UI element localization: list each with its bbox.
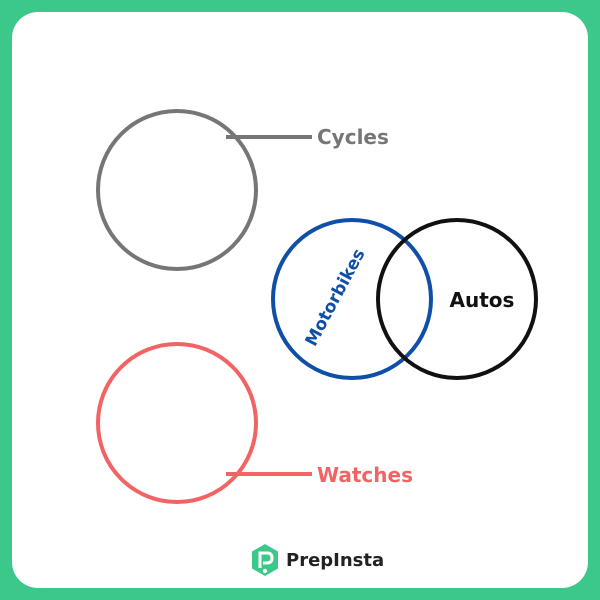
watches-label: Watches bbox=[317, 463, 413, 487]
prepinsta-logo-text: PrepInsta bbox=[286, 549, 385, 571]
cycles-circle bbox=[96, 109, 258, 271]
prepinsta-logo-icon bbox=[252, 544, 278, 576]
diagram-card bbox=[12, 12, 588, 588]
motorbikes-label: Motorbikes bbox=[302, 246, 370, 350]
cycles-label: Cycles bbox=[317, 125, 389, 149]
motorbikes-circle bbox=[271, 218, 433, 380]
autos-label: Autos bbox=[450, 288, 515, 312]
prepinsta-logo: PrepInsta bbox=[250, 543, 384, 577]
watches-circle bbox=[96, 342, 258, 504]
autos-circle bbox=[376, 218, 538, 380]
